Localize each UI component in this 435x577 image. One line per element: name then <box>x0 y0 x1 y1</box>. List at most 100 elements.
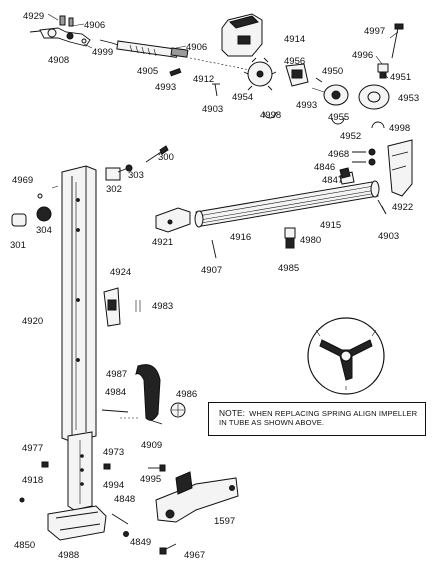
mount-bracket-knob <box>165 509 175 519</box>
tube-end-left <box>194 210 204 228</box>
gear-4954 <box>243 57 277 91</box>
label-4847: 4847 <box>322 175 343 186</box>
label-4920: 4920 <box>22 316 43 327</box>
motor-cover-4914 <box>221 13 263 57</box>
end-bracket-lines <box>391 151 409 171</box>
label-4952: 4952 <box>340 131 361 142</box>
label-4973: 4973 <box>103 447 124 458</box>
impeller-hub <box>340 350 352 362</box>
screw-4968-shafts <box>352 151 366 163</box>
label-4903b: 4903 <box>378 231 399 242</box>
label-4907: 4907 <box>201 265 222 276</box>
mount-bracket-body <box>155 477 239 523</box>
handle-grip-4987 <box>101 364 186 425</box>
drive-shaft-part <box>116 40 178 58</box>
screw-4968a <box>368 148 376 156</box>
cap-parts <box>11 164 133 227</box>
crank-bolt-part <box>66 32 74 40</box>
mounting-bracket-1597 <box>155 471 239 555</box>
crank-hub-part <box>47 28 57 38</box>
pin-4848 <box>111 513 129 525</box>
tube-end-right <box>370 180 380 198</box>
shaft-knurl-lines <box>129 44 157 57</box>
main-tube-4920 <box>61 165 97 511</box>
pin-4903-part <box>214 83 218 97</box>
label-4985: 4985 <box>278 263 299 274</box>
bolt-4997-head <box>394 23 404 30</box>
clip-4993 <box>315 77 323 83</box>
screw-4968b <box>368 158 376 166</box>
label-4955: 4955 <box>328 112 349 123</box>
label-4994: 4994 <box>103 480 124 491</box>
note-key: NOTE: <box>219 408 246 418</box>
crank-leader <box>29 30 41 33</box>
label-4929: 4929 <box>23 11 44 22</box>
label-4912: 4912 <box>193 74 214 85</box>
leader-4929 <box>47 13 59 21</box>
main-tube-edges <box>71 166 87 438</box>
foot-base-4988 <box>19 497 129 541</box>
roller-parts <box>263 77 390 125</box>
mount-bracket-clip <box>175 471 193 495</box>
screw-4995-head <box>159 464 166 472</box>
label-4906b: 4906 <box>186 42 207 53</box>
label-303: 303 <box>128 170 144 181</box>
part-labels: 4929 4906 4999 4908 4906 4914 4997 4996 … <box>10 11 419 561</box>
fitting-4951 <box>379 71 387 79</box>
label-4954: 4954 <box>232 92 253 103</box>
label-300: 300 <box>158 152 174 163</box>
lower-hole-2 <box>80 468 84 472</box>
label-4908: 4908 <box>48 55 69 66</box>
pins-4983 <box>135 300 141 312</box>
label-4924: 4924 <box>110 267 131 278</box>
label-4906a: 4906 <box>84 20 105 31</box>
label-4980: 4980 <box>300 235 321 246</box>
label-4915: 4915 <box>320 220 341 231</box>
label-4909: 4909 <box>141 440 162 451</box>
crank-washer-part <box>81 38 87 44</box>
label-301: 301 <box>10 240 26 251</box>
label-4998b: 4998 <box>389 123 410 134</box>
fitting-4996 <box>377 63 389 73</box>
fitting-4980 <box>284 227 296 239</box>
lower-left-screws <box>41 461 166 472</box>
lower-hole-1 <box>80 454 84 458</box>
label-4977: 4977 <box>22 443 43 454</box>
label-4846: 4846 <box>314 162 335 173</box>
pin-4984 <box>101 409 129 413</box>
label-4950: 4950 <box>322 66 343 77</box>
label-4918: 4918 <box>22 475 43 486</box>
label-4968: 4968 <box>328 149 349 160</box>
tube-ribs <box>197 185 378 224</box>
screw-4907 <box>211 239 217 259</box>
label-4953: 4953 <box>398 93 419 104</box>
label-4903a: 4903 <box>202 104 223 115</box>
leader-4906b <box>175 45 187 49</box>
mount-bracket-hole <box>229 485 235 491</box>
leader-4997 <box>389 31 399 39</box>
shaft-axis-dash <box>189 57 251 71</box>
cap-301 <box>11 213 27 227</box>
handle-knob-part <box>59 15 66 26</box>
roller-tube-4915 <box>194 167 380 228</box>
crank-arm-part <box>39 27 91 47</box>
bracket-insert <box>291 69 303 79</box>
label-4951: 4951 <box>390 72 411 83</box>
end-bracket-4922 <box>352 139 413 215</box>
label-4993b: 4993 <box>296 100 317 111</box>
leader-4951 <box>383 73 389 79</box>
screw-4849 <box>123 531 129 537</box>
impeller-detail <box>307 317 385 395</box>
handle-pin-part <box>68 17 74 27</box>
screw-4850 <box>19 497 25 503</box>
nut-4994 <box>103 463 111 470</box>
leader-4996 <box>375 55 383 65</box>
label-4997: 4997 <box>364 26 385 37</box>
leader-4969 <box>51 185 59 189</box>
foot-base-lines <box>55 511 101 531</box>
leader-4903b <box>381 205 387 215</box>
tube-hole-4 <box>76 358 80 362</box>
crank-handle-assembly <box>29 15 251 97</box>
motor-cover-top <box>229 15 259 29</box>
impeller-marks <box>315 329 377 390</box>
